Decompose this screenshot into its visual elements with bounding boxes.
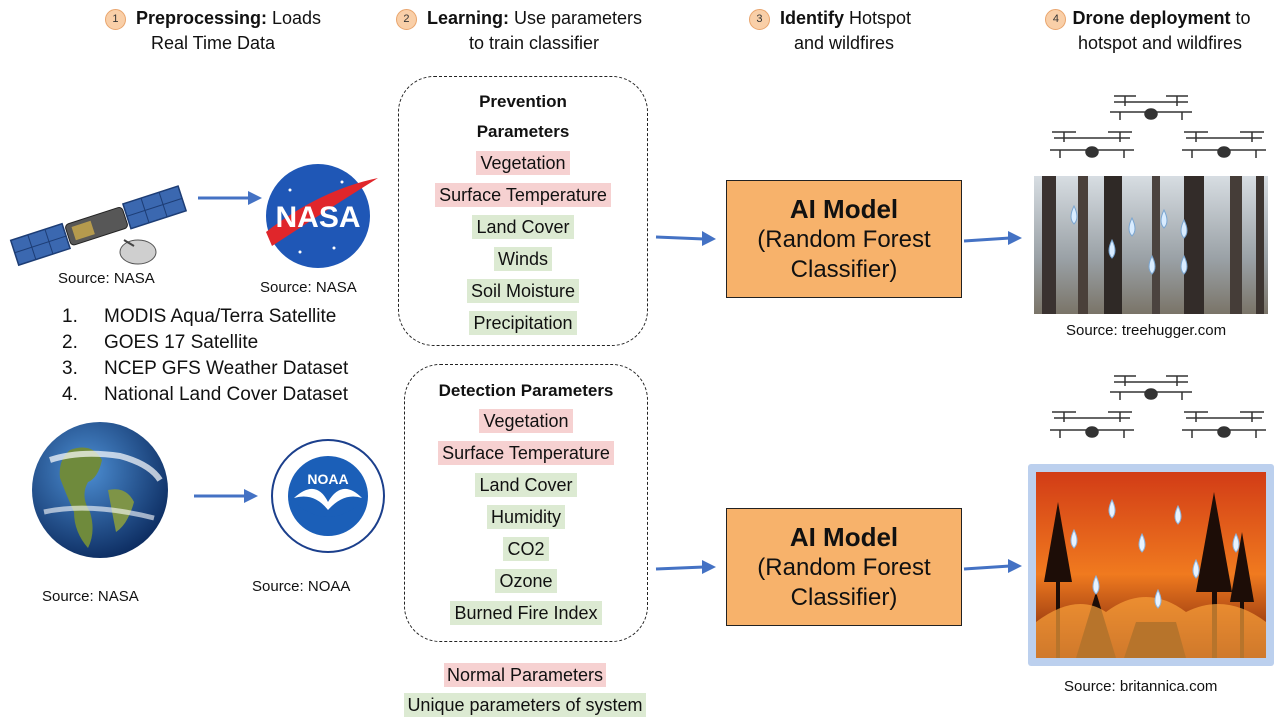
detection-param: Vegetation	[479, 409, 573, 433]
prevention-parameters-box: Prevention Parameters Vegetation Surface…	[398, 76, 648, 346]
prevention-param: Precipitation	[469, 311, 577, 335]
detection-title: Detection Parameters	[438, 381, 614, 400]
list-item: 3.NCEP GFS Weather Dataset	[62, 358, 349, 379]
forest-image	[1034, 176, 1268, 314]
model-subtitle-line1: (Random Forest	[757, 226, 931, 253]
step-3-rest: Hotspot	[843, 8, 912, 28]
arrow-detection-to-model	[655, 560, 716, 574]
ai-model-prevention: AI Model (Random Forest Classifier)	[726, 180, 962, 298]
earth-image	[32, 422, 168, 558]
detection-param: Ozone	[495, 569, 557, 593]
drones-top-group	[1050, 95, 1266, 158]
step-2-header: 2 Learning: Use parameters to train class…	[374, 6, 664, 56]
step-4-line2: hotspot and wildfires	[1077, 33, 1243, 53]
step-1-bold: Preprocessing:	[135, 8, 267, 28]
legend-unique: Unique parameters of system	[404, 693, 646, 717]
arrow-earth-to-noaa	[194, 489, 258, 503]
step-3-line2: and wildfires	[793, 33, 895, 53]
detection-param: Burned Fire Index	[450, 601, 602, 625]
noaa-logo: NOAA	[271, 439, 385, 553]
detection-param: Land Cover	[475, 473, 577, 497]
caption-satellite-source: Source: NASA	[58, 270, 155, 287]
prevention-title-line2: Parameters	[476, 122, 570, 141]
detection-param: CO2	[503, 537, 549, 561]
nasa-logo-text: NASA	[275, 201, 360, 234]
caption-forest-source: Source: treehugger.com	[1066, 322, 1227, 339]
step-3-header: 3 Identify Hotspot and wildfires	[730, 6, 930, 56]
wildfire-image	[1036, 472, 1266, 658]
step-2-bold: Learning:	[426, 8, 509, 28]
arrow-prevention-to-model	[655, 231, 716, 246]
prevention-param: Winds	[493, 247, 552, 271]
caption-nasa-logo-source: Source: NASA	[260, 279, 357, 296]
model-subtitle-line2: Classifier)	[790, 584, 898, 611]
model-subtitle-line1: (Random Forest	[757, 554, 931, 581]
dataset-list: 1.MODIS Aqua/Terra Satellite 2.GOES 17 S…	[62, 304, 348, 408]
arrow-satellite-to-nasa	[198, 191, 262, 205]
step-4-bold: Drone deployment	[1072, 8, 1231, 28]
list-item: 1.MODIS Aqua/Terra Satellite	[62, 306, 337, 327]
arrow-model-to-forest	[963, 231, 1022, 245]
nasa-logo: NASA	[266, 164, 378, 268]
legend: Normal Parameters Unique parameters of s…	[400, 660, 650, 720]
step-1-header: 1 Preprocessing: Loads Real Time Data	[88, 6, 338, 56]
legend-normal: Normal Parameters	[443, 663, 607, 687]
prevention-param: Land Cover	[472, 215, 574, 239]
ai-model-detection: AI Model (Random Forest Classifier)	[726, 508, 962, 626]
step-2-line2: to train classifier	[468, 33, 600, 53]
detection-parameters-box: Detection Parameters Vegetation Surface …	[404, 364, 648, 642]
step-2-rest: Use parameters	[508, 8, 643, 28]
model-title: AI Model	[789, 194, 899, 224]
prevention-param: Soil Moisture	[466, 279, 580, 303]
prevention-title-line1: Prevention	[479, 92, 567, 111]
caption-fire-source: Source: britannica.com	[1064, 678, 1218, 695]
step-4-badge: 4	[1045, 9, 1067, 30]
caption-noaa-source: Source: NOAA	[252, 578, 351, 595]
step-2-badge: 2	[395, 9, 417, 30]
satellite-image	[9, 185, 188, 267]
step-4-rest: to	[1230, 8, 1251, 28]
step-1-rest: Loads	[267, 8, 322, 28]
detection-param: Humidity	[486, 505, 565, 529]
prevention-param: Surface Temperature	[435, 183, 611, 207]
noaa-logo-text: NOAA	[307, 471, 348, 487]
caption-earth-source: Source: NASA	[42, 588, 139, 605]
model-title: AI Model	[789, 522, 899, 552]
arrow-model-to-fire	[963, 559, 1022, 573]
step-3-badge: 3	[748, 9, 770, 30]
prevention-param: Vegetation	[476, 151, 570, 175]
list-item: 4.National Land Cover Dataset	[62, 384, 348, 405]
drones-bottom-group	[1050, 375, 1266, 438]
list-item: 2.GOES 17 Satellite	[62, 332, 259, 353]
model-subtitle-line2: Classifier)	[790, 256, 898, 283]
step-3-bold: Identify	[779, 8, 844, 28]
step-1-badge: 1	[104, 9, 126, 30]
detection-param: Surface Temperature	[438, 441, 614, 465]
step-1-line2: Real Time Data	[150, 33, 276, 53]
